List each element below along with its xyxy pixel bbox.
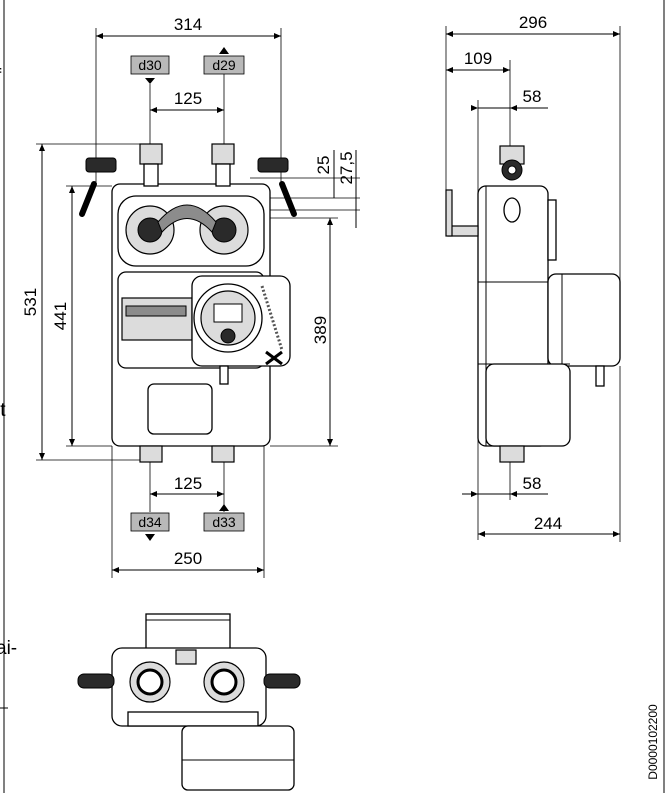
- pipe-top-left: [139, 143, 163, 165]
- brand-strip: [260, 285, 284, 351]
- side-handle: [503, 197, 521, 223]
- front-view: 314 d30 d29 125 531 441 38: [21, 15, 360, 578]
- drain-valve-left: [85, 157, 117, 173]
- side-lower: [485, 363, 571, 447]
- side-sensor: [595, 365, 605, 387]
- top-lower-strip: [127, 711, 259, 727]
- pipe-bottom-left: [139, 445, 163, 463]
- arrow-up-icon: [219, 47, 229, 54]
- bypass-pipe: [157, 204, 217, 233]
- side-view: 296 109 58 58: [445, 13, 621, 542]
- margin-text-f: f: [0, 66, 2, 87]
- port-tag-d34: [130, 512, 170, 532]
- margin-text-it: it: [0, 400, 6, 421]
- dim-27-5: 27,5: [337, 151, 356, 184]
- arrow-down-icon: [145, 78, 155, 84]
- port-label-d34: d34: [138, 514, 162, 530]
- controller-knob: [220, 328, 236, 344]
- dim-314: 314: [174, 15, 202, 34]
- top-drain-right: [263, 673, 301, 689]
- sensor-stub: [219, 365, 229, 385]
- pipe-top-right-stem: [215, 163, 231, 187]
- top-grille: [175, 649, 197, 665]
- drain-handle-right: [279, 181, 297, 217]
- dim-58-top: 58: [523, 87, 542, 106]
- port-label-d33: d33: [212, 514, 236, 530]
- dim-389: 389: [311, 316, 330, 344]
- controller-display: [213, 303, 243, 323]
- arrow-down-icon: [145, 534, 155, 541]
- top-view: [77, 613, 301, 791]
- dim-244: 244: [534, 514, 562, 533]
- margin-text-ai: ai-: [0, 638, 17, 659]
- dim-296: 296: [519, 13, 547, 32]
- port-tag-d33: [203, 512, 245, 532]
- arrow-up-icon: [219, 504, 229, 511]
- lower-window: [147, 383, 213, 435]
- wall-plate: [445, 189, 453, 237]
- pipe-top-left-stem: [143, 163, 159, 187]
- drain-valve-right: [257, 157, 289, 173]
- pipe-top-right: [211, 143, 235, 165]
- top-drain-left: [77, 673, 115, 689]
- top-bracket: [145, 613, 231, 651]
- dim-109: 109: [464, 49, 492, 68]
- top-controller: [181, 725, 295, 791]
- cross-logo-icon: [265, 350, 283, 366]
- side-controller: [547, 273, 621, 367]
- port-label-d29: d29: [212, 57, 236, 73]
- pump-label-plate: [121, 297, 193, 341]
- drain-handle-left: [79, 181, 97, 217]
- dim-125-bottom: 125: [174, 474, 202, 493]
- pipe-bottom-right: [211, 445, 235, 463]
- side-pipe-bottom: [499, 445, 525, 463]
- dim-58-bottom: 58: [523, 474, 542, 493]
- document-id: D0000102200: [646, 704, 660, 780]
- dim-250: 250: [174, 549, 202, 568]
- dim-125-top: 125: [174, 89, 202, 108]
- pump-label-bar: [125, 305, 187, 317]
- port-label-d30: d30: [138, 57, 162, 73]
- dim-531: 531: [21, 288, 40, 316]
- side-knob: [547, 199, 557, 261]
- dim-441: 441: [51, 302, 70, 330]
- port-tag-d30: [130, 55, 170, 75]
- dim-25: 25: [314, 156, 333, 175]
